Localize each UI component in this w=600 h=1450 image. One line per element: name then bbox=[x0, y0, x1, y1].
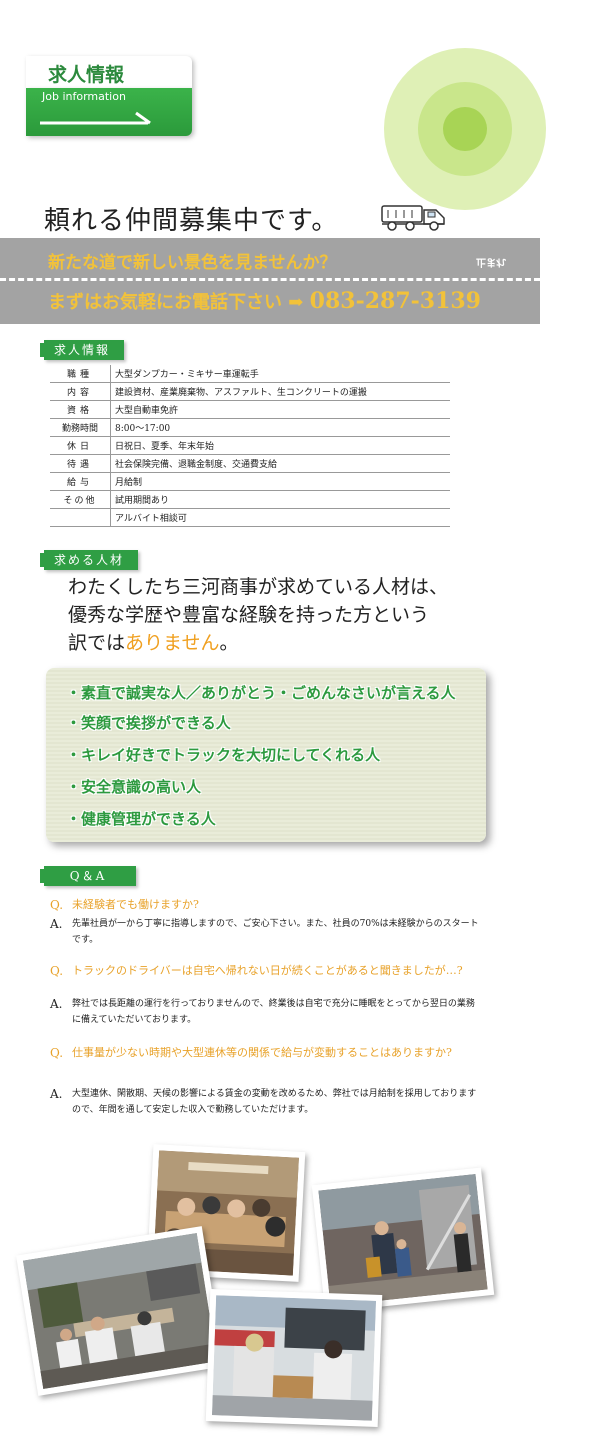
right-arrow-icon bbox=[40, 111, 151, 125]
intro-line: 優秀な学歴や豊富な経験を持った方という bbox=[68, 604, 430, 626]
list-item: ・笑顔で挨拶ができる人 bbox=[66, 714, 231, 732]
list-item: ・素直で誠実な人／ありがとう・ごめんなさいが言える人 bbox=[66, 684, 456, 702]
question-text: トラックのドライバーは自宅へ帰れない日が続くことがあると聞きましたが…? bbox=[72, 964, 463, 977]
qa-answer: A. 先輩社員が一から丁寧に指導しますので、ご安心下さい。また、社員の70%は未経… bbox=[50, 916, 480, 948]
section-header-tag: 求人情報 Job information bbox=[26, 56, 192, 136]
photo-workshop bbox=[311, 1167, 495, 1313]
table-row: その他試用期間あり bbox=[50, 490, 450, 509]
list-item: ・キレイ好きでトラックを大切にしてくれる人 bbox=[66, 746, 381, 764]
answer-text: 先輩社員が一から丁寧に指導しますので、ご安心下さい。また、社員の70%は未経験か… bbox=[72, 919, 479, 945]
road-banner: 新たな道で新しい景色を見ませんか？ まずはお気軽にお電話下さい ➡ 083-28… bbox=[0, 238, 540, 324]
photo-break-image bbox=[211, 1295, 377, 1421]
question-text: 仕事量が少ない時期や大型連休等の関係で給与が変動することはありますか? bbox=[72, 1046, 452, 1059]
photo-workshop-image bbox=[318, 1174, 488, 1306]
list-item: ・安全意識の高い人 bbox=[66, 778, 202, 796]
table-row: 待遇社会保険完備、退職金制度、交通費支給 bbox=[50, 454, 450, 473]
row-value: 大型ダンプカー・ミキサー車運転手 bbox=[110, 365, 450, 383]
row-value: 大型自動車免許 bbox=[110, 400, 450, 419]
row-key: 休日 bbox=[50, 436, 111, 455]
table-row: 資格大型自動車免許 bbox=[50, 400, 450, 419]
q-mark: Q. bbox=[50, 1046, 64, 1060]
table-row: アルバイト相談可 bbox=[50, 508, 450, 527]
qa-question: Q. 未経験者でも働けますか? bbox=[50, 898, 480, 912]
road-banner-line1: 新たな道で新しい景色を見ませんか？ bbox=[48, 253, 337, 273]
answer-text: 大型連休、閑散期、天候の影響による賃金の変動を改めるため、弊社では月給制を採用し… bbox=[72, 1089, 477, 1115]
list-item: ・健康管理ができる人 bbox=[66, 810, 216, 828]
job-section-label: 求人情報 bbox=[39, 340, 125, 360]
row-value: 日祝日、夏季、年末年始 bbox=[110, 436, 450, 455]
qa-question: Q. 仕事量が少ない時期や大型連休等の関係で給与が変動することはありますか? bbox=[50, 1046, 480, 1060]
desired-attributes-box: ・素直で誠実な人／ありがとう・ごめんなさいが言える人 ・笑顔で挨拶ができる人 ・… bbox=[46, 668, 486, 842]
header-title-jp: 求人情報 bbox=[48, 64, 125, 86]
table-row: 休日日祝日、夏季、年末年始 bbox=[50, 436, 450, 455]
intro-text: 訳では bbox=[68, 632, 126, 654]
photo-garage-image bbox=[22, 1233, 218, 1389]
row-value: 月給制 bbox=[110, 472, 450, 491]
road-lane-marking bbox=[0, 278, 540, 281]
a-mark: A. bbox=[50, 997, 63, 1011]
decorative-circle-inner bbox=[443, 107, 487, 151]
row-key: 職種 bbox=[50, 365, 111, 383]
row-key: 内容 bbox=[50, 382, 111, 401]
recruit-headline: 頼れる仲間募集中です。 bbox=[44, 206, 339, 236]
road-banner-line2: まずはお気軽にお電話下さい ➡ 083-287-3139 bbox=[48, 288, 481, 314]
a-mark: A. bbox=[50, 1087, 63, 1101]
row-value: 8:00〜17:00 bbox=[110, 418, 450, 437]
seek-intro: わたくしたち三河商事が求めている人材は、 優秀な学歴や豊富な経験を持った方という… bbox=[68, 573, 488, 657]
seek-section-label: 求める人材 bbox=[39, 550, 139, 570]
answer-text: 弊社では長距離の運行を行っておりませんので、終業後は自宅で充分に睡眠をとってから… bbox=[72, 999, 475, 1025]
intro-highlight: ありません bbox=[125, 632, 220, 654]
table-row: 内容建設資材、産業廃棄物、アスファルト、生コンクリートの運搬 bbox=[50, 382, 450, 401]
row-key: 待遇 bbox=[50, 454, 111, 473]
job-info-table: 職種大型ダンプカー・ミキサー車運転手 内容建設資材、産業廃棄物、アスファルト、生… bbox=[50, 365, 450, 527]
row-key bbox=[50, 508, 111, 527]
photo-garage bbox=[16, 1226, 224, 1396]
q-mark: Q. bbox=[50, 964, 64, 978]
q-mark: Q. bbox=[50, 898, 64, 912]
row-key: 給与 bbox=[50, 472, 111, 491]
row-value: アルバイト相談可 bbox=[110, 508, 450, 527]
row-key: 資格 bbox=[50, 400, 111, 419]
phone-number[interactable]: 083-287-3139 bbox=[309, 288, 481, 314]
row-key: その他 bbox=[50, 490, 111, 509]
photo-break bbox=[205, 1289, 383, 1427]
row-value: 試用期間あり bbox=[110, 490, 450, 509]
truck-icon bbox=[381, 205, 445, 231]
road-banner-cta: まずはお気軽にお電話下さい bbox=[48, 292, 282, 313]
qa-section-label: Q＆A bbox=[40, 866, 136, 886]
intro-line: わたくしたち三河商事が求めている人材は、 bbox=[68, 576, 449, 598]
question-text: 未経験者でも働けますか? bbox=[72, 898, 199, 911]
row-value: 建設資材、産業廃棄物、アスファルト、生コンクリートの運搬 bbox=[110, 382, 450, 401]
road-stop-marking: 止まれ bbox=[476, 256, 506, 267]
intro-text: 。 bbox=[219, 632, 239, 654]
qa-answer: A. 大型連休、閑散期、天候の影響による賃金の変動を改めるため、弊社では月給制を採… bbox=[50, 1086, 480, 1118]
qa-question: Q. トラックのドライバーは自宅へ帰れない日が続くことがあると聞きましたが…? bbox=[50, 964, 480, 978]
header-tag-bottom: Job information bbox=[26, 88, 192, 136]
header-tag-top: 求人情報 bbox=[26, 56, 192, 88]
arrow-right-icon: ➡ bbox=[288, 292, 304, 313]
a-mark: A. bbox=[50, 917, 63, 931]
table-row: 職種大型ダンプカー・ミキサー車運転手 bbox=[50, 365, 450, 383]
row-value: 社会保険完備、退職金制度、交通費支給 bbox=[110, 454, 450, 473]
header-title-en: Job information bbox=[42, 90, 126, 103]
row-key: 勤務時間 bbox=[50, 418, 111, 437]
intro-line: 訳ではありません。 bbox=[68, 629, 488, 657]
table-row: 給与月給制 bbox=[50, 472, 450, 491]
qa-answer: A. 弊社では長距離の運行を行っておりませんので、終業後は自宅で充分に睡眠をとって… bbox=[50, 996, 480, 1028]
